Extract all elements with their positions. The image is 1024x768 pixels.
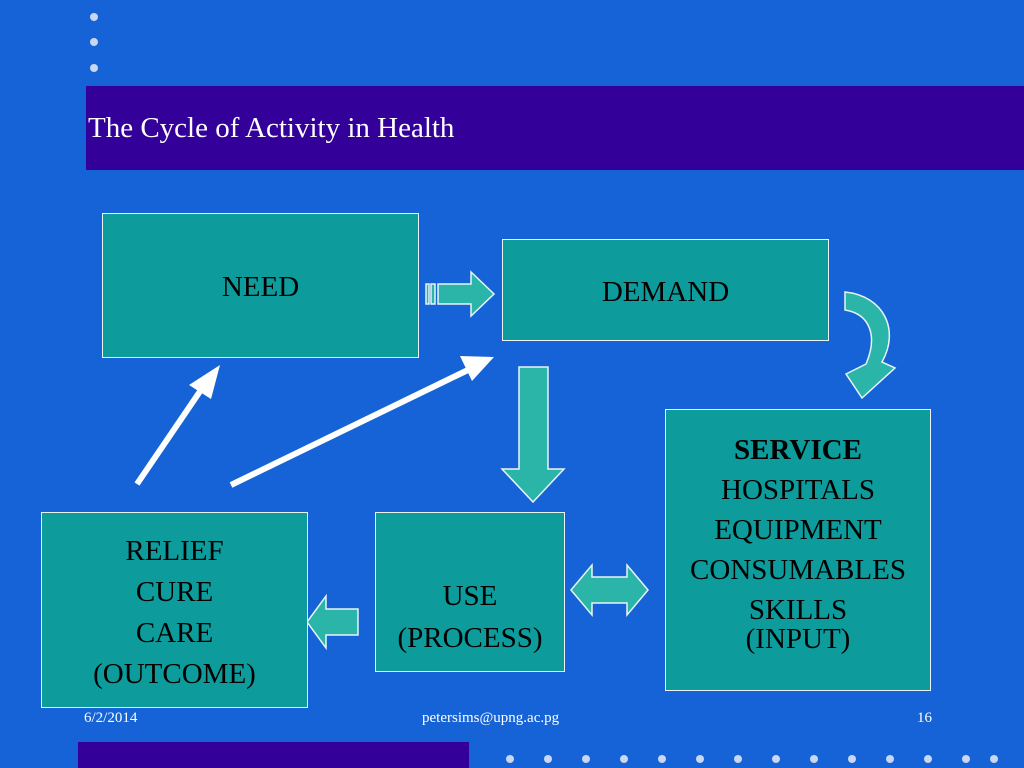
service-item: SKILLS (748, 594, 848, 626)
pointer-arrow-icon (229, 356, 494, 488)
service-footer: (INPUT) (745, 623, 851, 655)
double-arrow-icon (570, 562, 649, 618)
footer-email: petersims@upng.ac.pg (422, 710, 560, 726)
curved-arrow-icon (844, 291, 897, 400)
outcome-line: (OUTCOME) (93, 658, 256, 690)
outcome-line: CARE (135, 617, 214, 649)
pointer-arrow-icon (134, 365, 220, 486)
demand-box: DEMAND (502, 239, 829, 341)
right-arrow-icon (425, 270, 496, 318)
service-heading: SERVICE (734, 434, 862, 466)
title-band (86, 86, 1024, 170)
need-label: NEED (221, 271, 300, 303)
service-box: SERVICE HOSPITALS EQUIPMENT CONSUMABLES … (665, 409, 931, 691)
service-item: EQUIPMENT (714, 514, 882, 546)
outcome-box: RELIEF CURE CARE (OUTCOME) (41, 512, 308, 708)
footer-date: 6/2/2014 (84, 710, 138, 726)
use-box: USE (PROCESS) (375, 512, 565, 672)
outcome-line: RELIEF (125, 535, 224, 567)
use-label: USE (442, 580, 498, 612)
use-sublabel: (PROCESS) (397, 622, 543, 654)
slide-title: The Cycle of Activity in Health (88, 112, 455, 144)
down-arrow-icon (500, 366, 566, 504)
footer-page-number: 16 (917, 710, 932, 726)
service-item: HOSPITALS (721, 474, 875, 506)
bottom-band (78, 742, 469, 768)
service-item: CONSUMABLES (690, 554, 906, 586)
need-box: NEED (102, 213, 419, 358)
demand-label: DEMAND (601, 276, 730, 308)
outcome-line: CURE (135, 576, 214, 608)
left-arrow-icon (306, 593, 359, 651)
